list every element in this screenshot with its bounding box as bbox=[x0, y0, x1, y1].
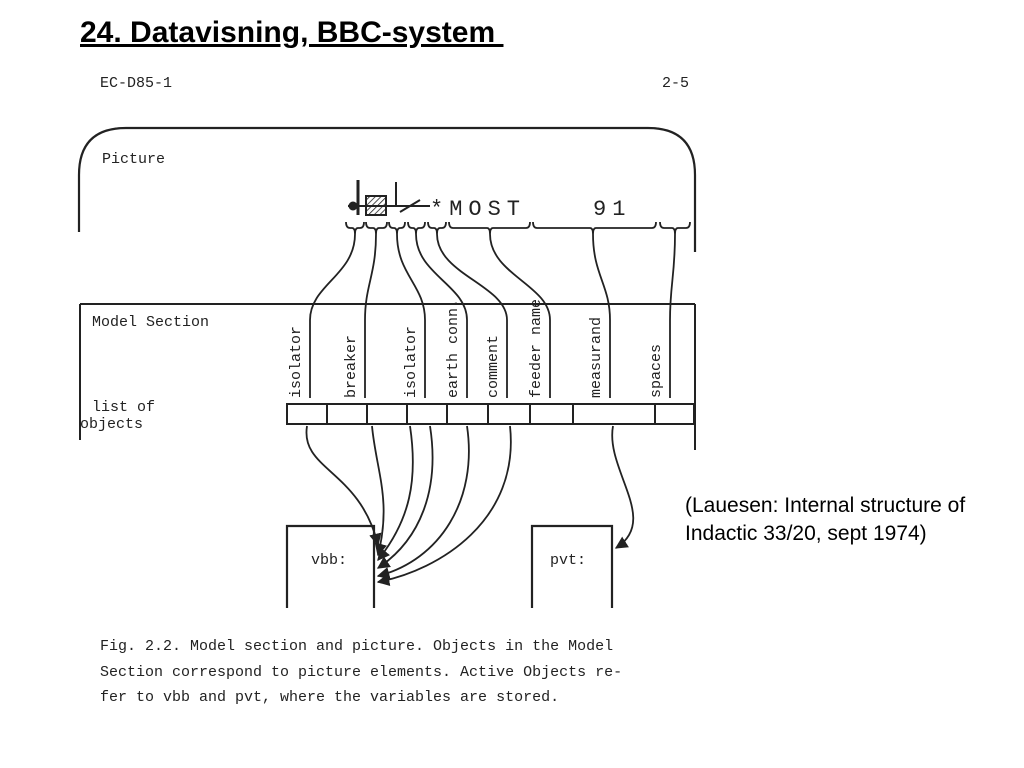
link-line-2 bbox=[364, 233, 377, 398]
model-section-label: Model Section bbox=[92, 314, 209, 331]
pvt-label: pvt: bbox=[550, 552, 586, 569]
link-line-1 bbox=[309, 233, 356, 398]
link-line-4 bbox=[415, 233, 468, 398]
object-label-2: breaker bbox=[343, 335, 360, 398]
reference-arrow-6 bbox=[376, 425, 512, 587]
doc-id: EC-D85-1 bbox=[100, 75, 172, 92]
picture-label: Picture bbox=[102, 151, 165, 168]
brace-7 bbox=[532, 221, 657, 235]
brace-5 bbox=[427, 221, 447, 235]
object-label-7: measurand bbox=[588, 317, 605, 398]
figure-caption-line3: fer to vbb and pvt, where the variables … bbox=[100, 689, 559, 706]
figure-caption-line1: Fig. 2.2. Model section and picture. Obj… bbox=[100, 638, 613, 655]
reference-arrow-5 bbox=[376, 425, 470, 580]
brace-8 bbox=[659, 221, 691, 235]
figure-caption-line2: Section correspond to picture elements. … bbox=[100, 664, 622, 681]
object-label-3: isolator bbox=[403, 326, 420, 398]
vbb-box bbox=[285, 524, 376, 608]
link-line-8 bbox=[669, 233, 676, 398]
object-label-4: earth conn. bbox=[445, 299, 462, 398]
reference-arrows bbox=[305, 425, 635, 587]
substation-symbols bbox=[348, 180, 430, 216]
element-braces bbox=[345, 221, 691, 235]
reference-arrow-2 bbox=[371, 425, 387, 557]
display-text: *MOST bbox=[430, 197, 526, 222]
display-number: 91 bbox=[593, 197, 631, 222]
link-line-6 bbox=[489, 233, 551, 398]
object-label-6: feeder name bbox=[528, 299, 545, 398]
reference-arrow-3 bbox=[377, 425, 414, 561]
brace-4 bbox=[407, 221, 426, 235]
link-line-5 bbox=[436, 233, 508, 398]
pvt-box bbox=[530, 524, 614, 608]
object-label-5: comment bbox=[485, 335, 502, 398]
correspondence-lines bbox=[309, 233, 676, 398]
brace-2 bbox=[365, 221, 388, 235]
list-label-line2: objects bbox=[80, 416, 143, 433]
picture-frame bbox=[77, 126, 697, 252]
link-line-3 bbox=[396, 233, 426, 398]
object-list-row bbox=[286, 403, 695, 425]
brace-6 bbox=[448, 221, 531, 235]
slide-title: 24. Datavisning, BBC-system bbox=[80, 16, 504, 49]
object-labels: isolator breaker isolator earth conn. commen… bbox=[288, 299, 665, 398]
object-list-box bbox=[286, 403, 695, 425]
object-label-1: isolator bbox=[288, 326, 305, 398]
brace-1 bbox=[345, 221, 365, 235]
reference-arrow-7 bbox=[611, 425, 635, 549]
page-number: 2-5 bbox=[662, 75, 689, 92]
citation-note: (Lauesen: Internal structure of Indactic… bbox=[685, 494, 966, 545]
reference-arrow-4 bbox=[376, 425, 434, 569]
link-line-7 bbox=[592, 233, 611, 398]
list-label-line1: list of bbox=[92, 399, 155, 416]
reference-arrow-1 bbox=[305, 425, 382, 547]
vbb-label: vbb: bbox=[311, 552, 347, 569]
object-label-8: spaces bbox=[648, 344, 665, 398]
brace-3 bbox=[388, 221, 406, 235]
